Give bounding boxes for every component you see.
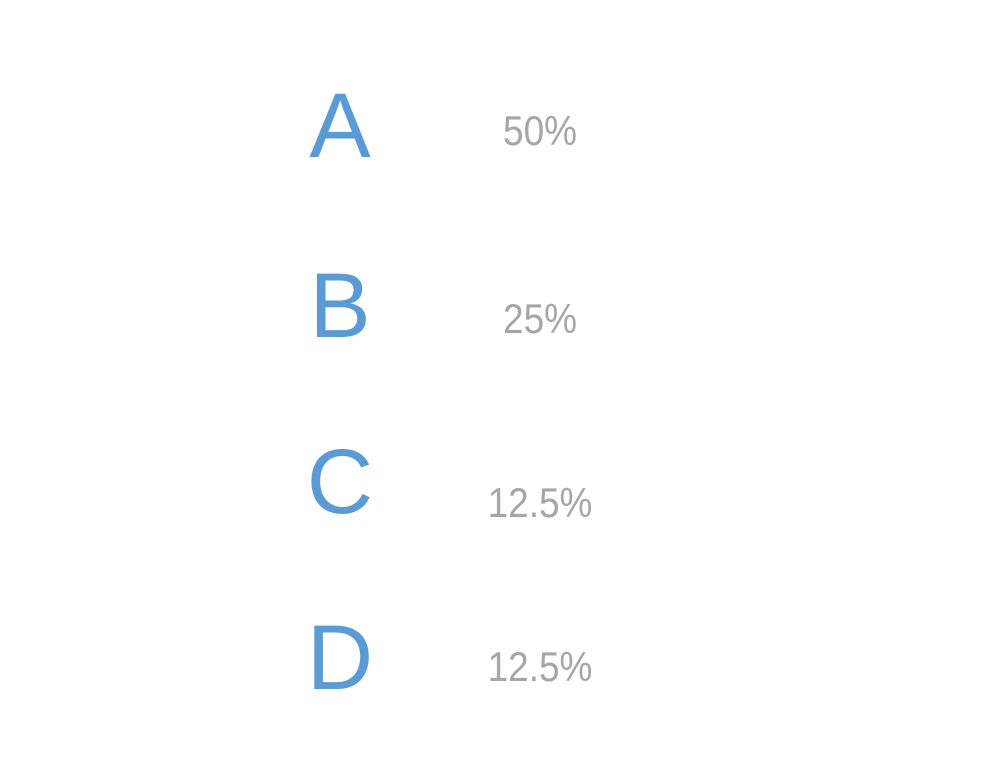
letter-label: D: [306, 607, 374, 709]
item-row-a: A 50%: [0, 80, 986, 200]
letter-label: A: [309, 75, 371, 177]
percent-label: 25%: [503, 295, 577, 342]
percent-label: 50%: [503, 107, 577, 154]
item-row-d: D 12.5%: [0, 612, 986, 732]
letter-label: B: [309, 255, 371, 357]
percent-label: 12.5%: [487, 643, 593, 690]
item-row-b: B 25%: [0, 260, 986, 380]
percent-label: 12.5%: [487, 479, 593, 526]
item-row-c: C 12.5%: [0, 436, 986, 556]
letter-label: C: [306, 431, 374, 533]
